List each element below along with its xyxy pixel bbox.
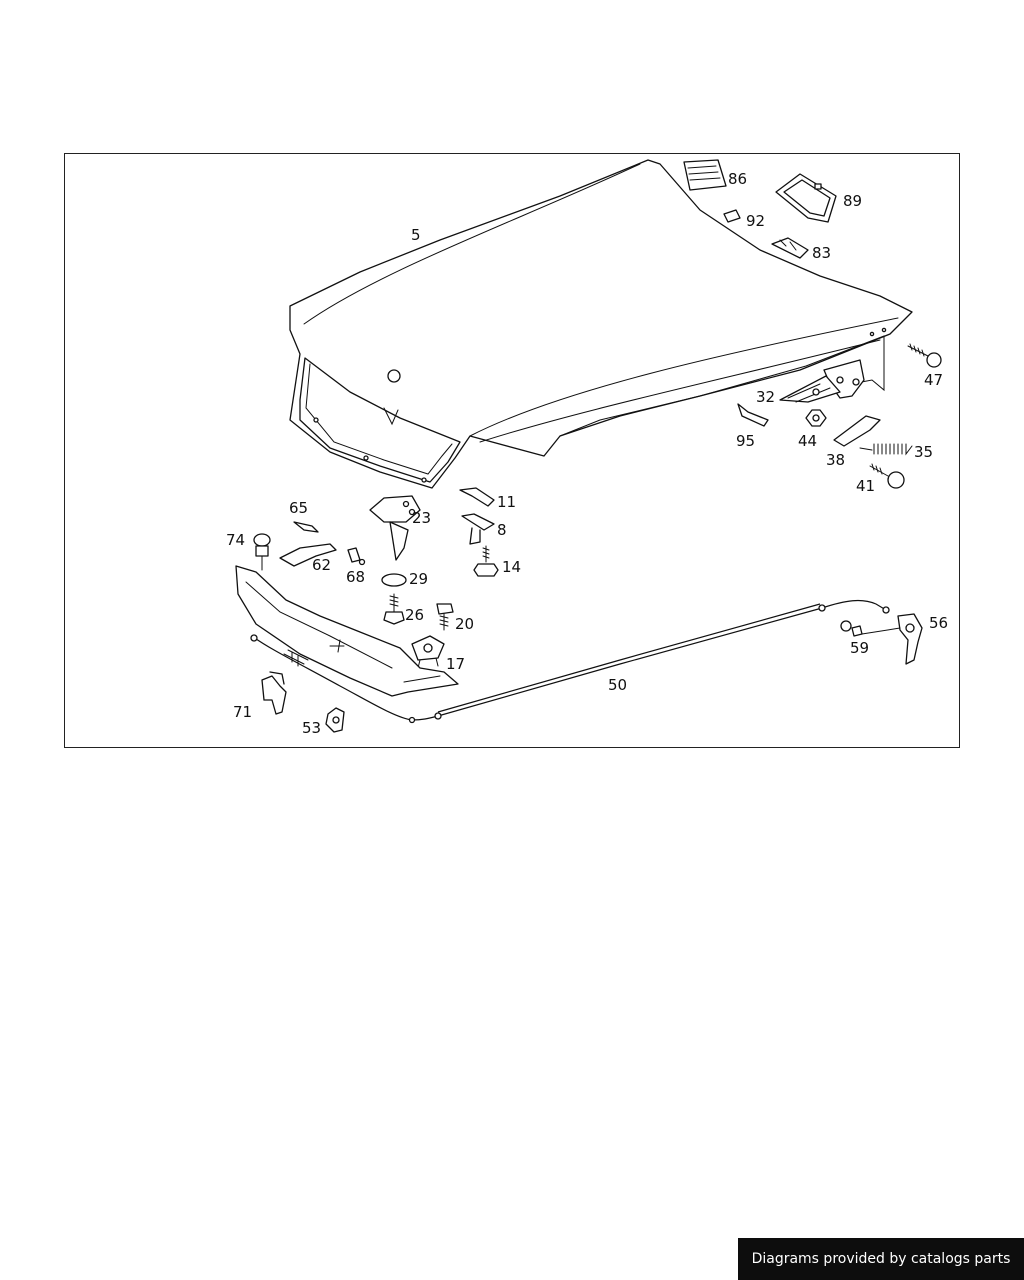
callout-38: 38 bbox=[826, 451, 845, 469]
part-86-grille bbox=[683, 159, 727, 191]
part-26-bolt bbox=[383, 593, 405, 625]
part-53-clip bbox=[325, 707, 345, 733]
callout-labels: 5 86 89 92 83 47 32 95 44 38 35 41 65 23… bbox=[226, 170, 948, 737]
part-92-block bbox=[723, 209, 741, 223]
callout-89: 89 bbox=[843, 192, 862, 210]
part-11-clip bbox=[459, 487, 495, 507]
part-62-release-lever bbox=[279, 543, 337, 567]
part-17-latch bbox=[411, 635, 445, 669]
callout-95: 95 bbox=[736, 432, 755, 450]
callout-11: 11 bbox=[497, 493, 516, 511]
callout-71: 71 bbox=[233, 703, 252, 721]
callout-17: 17 bbox=[446, 655, 465, 673]
diagram-credit-banner: Diagrams provided by catalogs parts bbox=[738, 1238, 1024, 1280]
part-95-bracket bbox=[737, 403, 769, 427]
part-71-bracket bbox=[261, 671, 287, 715]
hood-panel bbox=[289, 159, 913, 489]
part-74-bumper bbox=[253, 533, 271, 571]
part-23-latch-bracket bbox=[369, 495, 421, 561]
callout-74: 74 bbox=[226, 531, 245, 549]
part-20-bolt bbox=[436, 603, 454, 631]
part-8-bracket bbox=[461, 513, 495, 545]
callout-68: 68 bbox=[346, 568, 365, 586]
callout-65: 65 bbox=[289, 499, 308, 517]
part-41-bolt bbox=[869, 463, 905, 489]
release-cable bbox=[250, 599, 890, 724]
part-35-spring bbox=[859, 443, 913, 456]
callout-23: 23 bbox=[412, 509, 431, 527]
callout-5: 5 bbox=[411, 226, 421, 244]
callout-29: 29 bbox=[409, 570, 428, 588]
part-44-nut bbox=[805, 409, 827, 427]
callout-47: 47 bbox=[924, 371, 943, 389]
callout-20: 20 bbox=[455, 615, 474, 633]
callout-62: 62 bbox=[312, 556, 331, 574]
callout-32: 32 bbox=[756, 388, 775, 406]
part-47-bolt bbox=[907, 343, 942, 368]
callout-14: 14 bbox=[502, 558, 521, 576]
callout-26: 26 bbox=[405, 606, 424, 624]
callout-8: 8 bbox=[497, 521, 507, 539]
part-65-clip bbox=[293, 521, 319, 533]
part-14-screw bbox=[473, 545, 499, 577]
callout-86: 86 bbox=[728, 170, 747, 188]
callout-53: 53 bbox=[302, 719, 321, 737]
callout-83: 83 bbox=[812, 244, 831, 262]
part-38-strap bbox=[833, 415, 881, 447]
part-56-release-handle bbox=[897, 613, 923, 665]
callout-92: 92 bbox=[746, 212, 765, 230]
part-29-washer bbox=[381, 573, 407, 587]
part-83-clip bbox=[771, 237, 809, 259]
front-cross-member bbox=[235, 565, 459, 697]
part-89-frame bbox=[775, 173, 837, 223]
callout-56: 56 bbox=[929, 614, 948, 632]
callout-50: 50 bbox=[608, 676, 627, 694]
part-68-clip bbox=[347, 547, 366, 566]
callout-41: 41 bbox=[856, 477, 875, 495]
callout-59: 59 bbox=[850, 639, 869, 657]
callout-44: 44 bbox=[798, 432, 817, 450]
hinge-assembly bbox=[779, 359, 865, 403]
callout-35: 35 bbox=[914, 443, 933, 461]
part-59-fastener bbox=[840, 620, 901, 637]
